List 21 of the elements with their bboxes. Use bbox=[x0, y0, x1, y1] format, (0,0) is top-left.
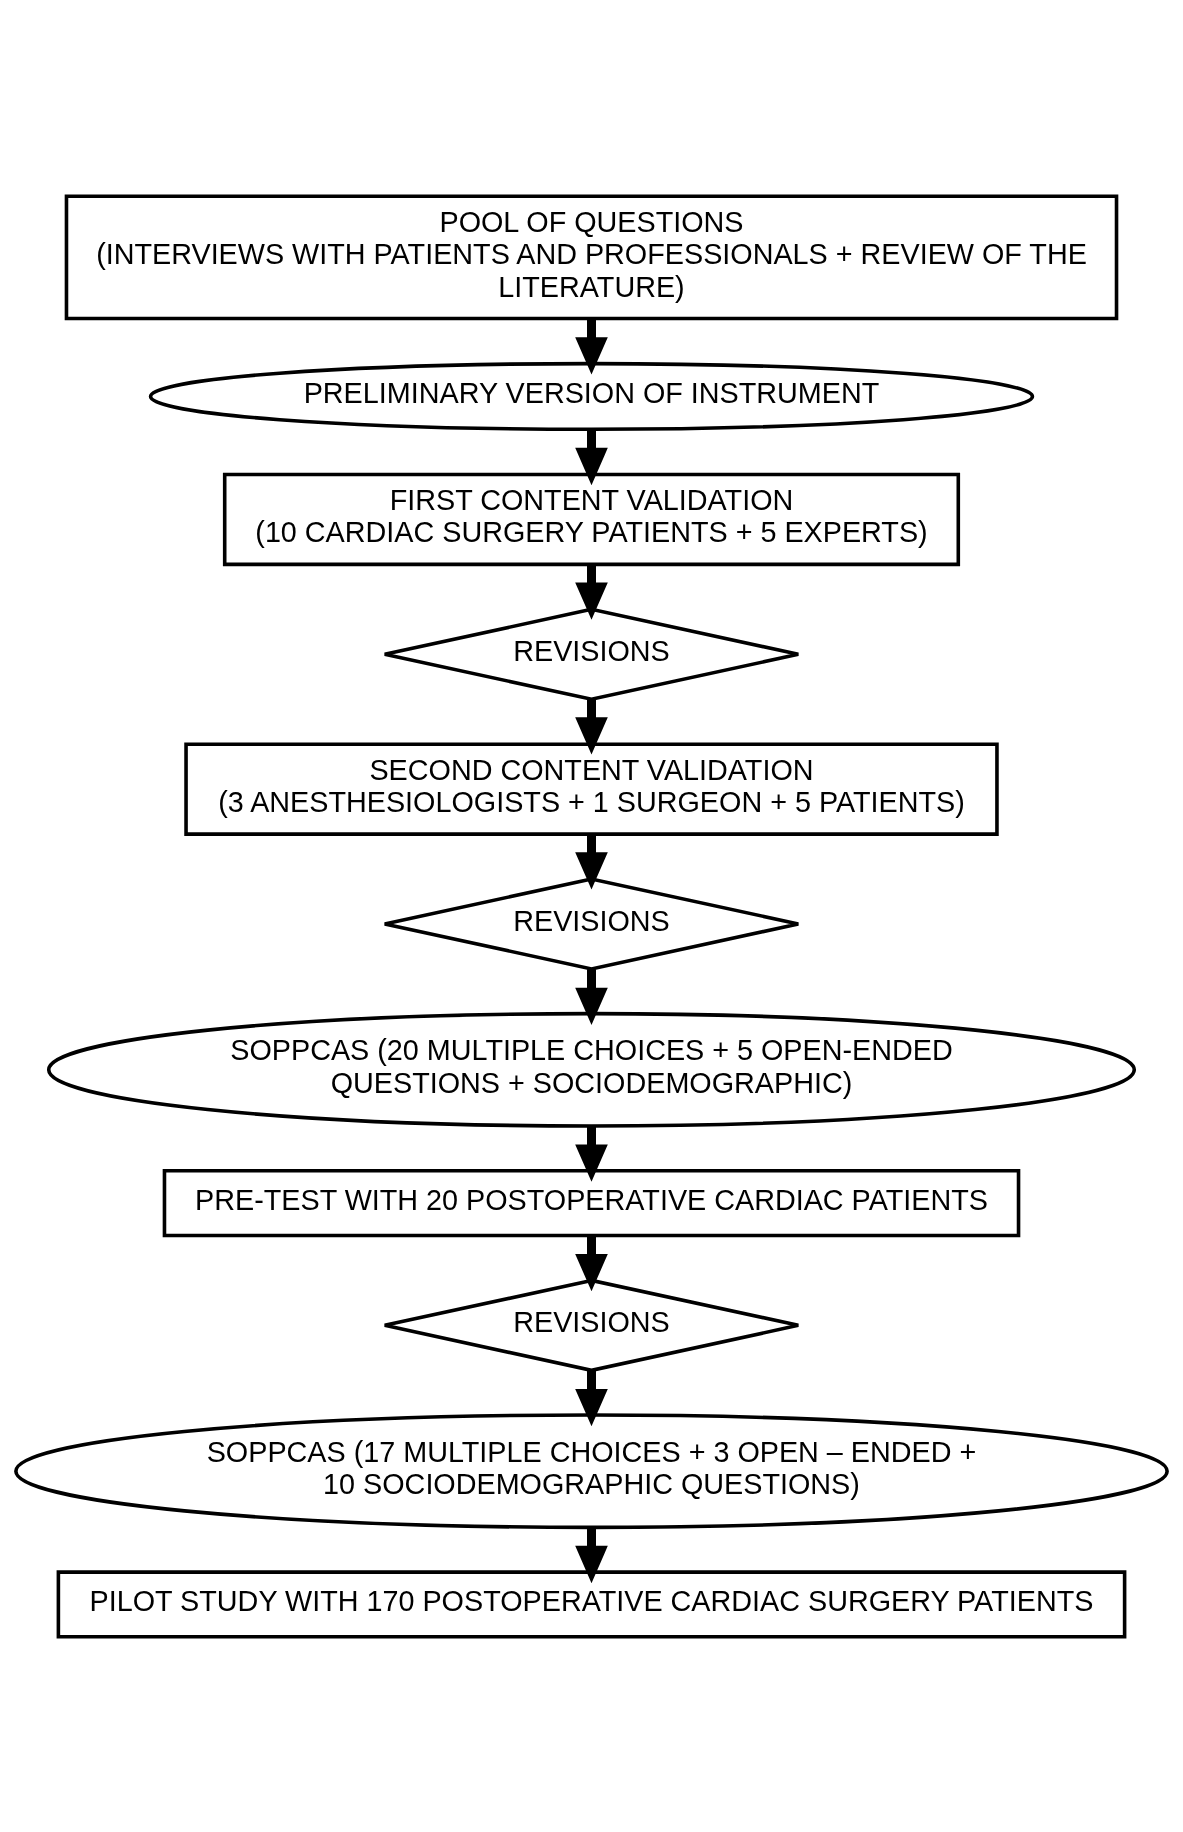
node-diamond: REVISIONS bbox=[382, 606, 801, 701]
arrow bbox=[575, 1235, 608, 1291]
node-diamond: REVISIONS bbox=[382, 1278, 801, 1372]
arrow bbox=[575, 1370, 608, 1426]
arrow bbox=[575, 1125, 608, 1182]
arrow bbox=[575, 1526, 608, 1583]
arrow bbox=[575, 968, 608, 1025]
node-box: PRE-TEST WITH 20 POSTOPERATIVE CARDIAC PATIENTS bbox=[162, 1168, 1021, 1237]
arrow bbox=[575, 429, 608, 485]
node-box: FIRST CONTENT VALIDATION (10 CARDIAC SURGERY PATIENTS + 5 EXPERTS) bbox=[222, 472, 961, 566]
node-ellipse: SOPPCAS (20 MULTIPLE CHOICES + 5 OPEN-ENDED QUESTIONS + SOCIODEMOGRAPHIC) bbox=[46, 1011, 1137, 1128]
node-ellipse: PRELIMINARY VERSION OF INSTRUMENT bbox=[148, 361, 1035, 431]
arrow bbox=[575, 564, 608, 620]
node-ellipse: SOPPCAS (17 MULTIPLE CHOICES + 3 OPEN – ENDED + 10 SOCIODEMOGRAPHIC QUESTIONS) bbox=[14, 1412, 1169, 1529]
arrow bbox=[575, 318, 608, 375]
arrow bbox=[575, 699, 608, 755]
node-box: POOL OF QUESTIONS (INTERVIEWS WITH PATIENTS AND PROFESSIONALS + REVIEW OF THE LITERATURE) bbox=[64, 193, 1119, 320]
node-diamond: REVISIONS bbox=[382, 876, 801, 971]
arrow bbox=[575, 834, 608, 889]
node-box: PILOT STUDY WITH 170 POSTOPERATIVE CARDIAC SURGERY PATIENTS bbox=[56, 1569, 1127, 1639]
node-box: SECOND CONTENT VALIDATION (3 ANESTHESIOLOGISTS + 1 SURGEON + 5 PATIENTS) bbox=[184, 741, 999, 836]
